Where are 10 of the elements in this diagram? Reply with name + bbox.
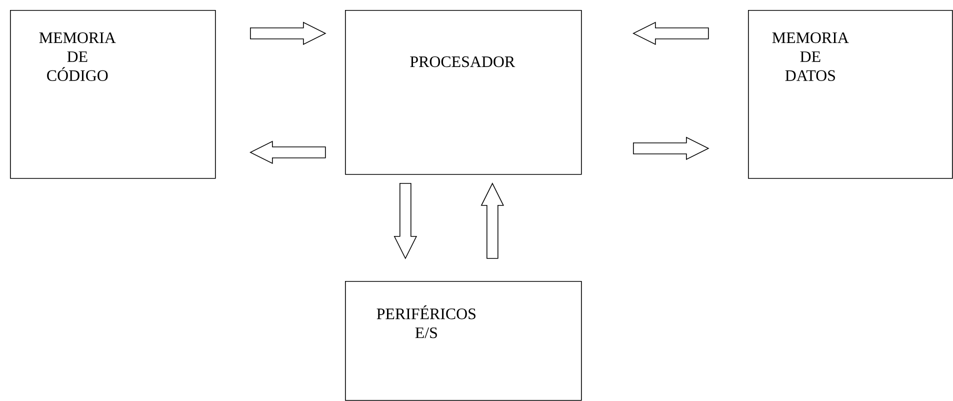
block-arrow <box>480 182 504 259</box>
block-arrow <box>394 183 418 260</box>
labeled-box: PROCESADOR <box>345 10 582 175</box>
block-arrow <box>250 22 326 46</box>
block-arrow <box>250 140 326 164</box>
labeled-box: MEMORIA DE CÓDIGO <box>10 10 216 179</box>
block-arrow <box>632 22 709 46</box>
labeled-box: PERIFÉRICOS E/S <box>345 281 582 401</box>
block-arrow <box>633 136 710 160</box>
labeled-box: MEMORIA DE DATOS <box>748 10 953 179</box>
